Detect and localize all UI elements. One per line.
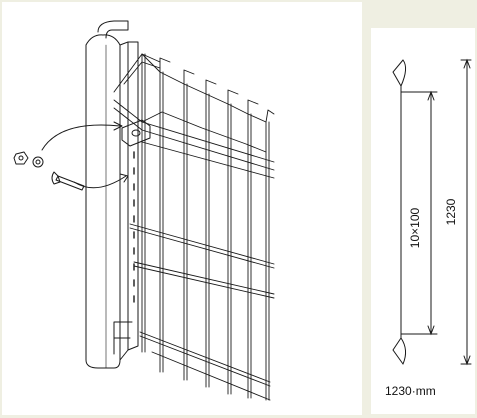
post-profile-outline [392,59,407,365]
post-profile-drawing: 10×100 1230 [392,58,472,366]
post-profile-panel: 10×100 1230 1230·mm [371,28,475,414]
height-dimension [460,58,472,366]
fence-post [85,20,139,369]
nut-icon [13,151,29,165]
mesh-panel [113,53,275,401]
profile-caption: 1230·mm [385,384,436,398]
assembly-drawing-panel [2,2,362,415]
fence-assembly-illustration [13,20,275,401]
washer-icon [32,156,44,168]
bolt-icon [51,171,85,191]
clip-icon [121,119,151,147]
spacing-label: 10×100 [408,207,422,248]
assembly-arrows [41,121,129,189]
spacing-dimension [400,90,438,336]
height-label: 1230 [444,198,458,225]
